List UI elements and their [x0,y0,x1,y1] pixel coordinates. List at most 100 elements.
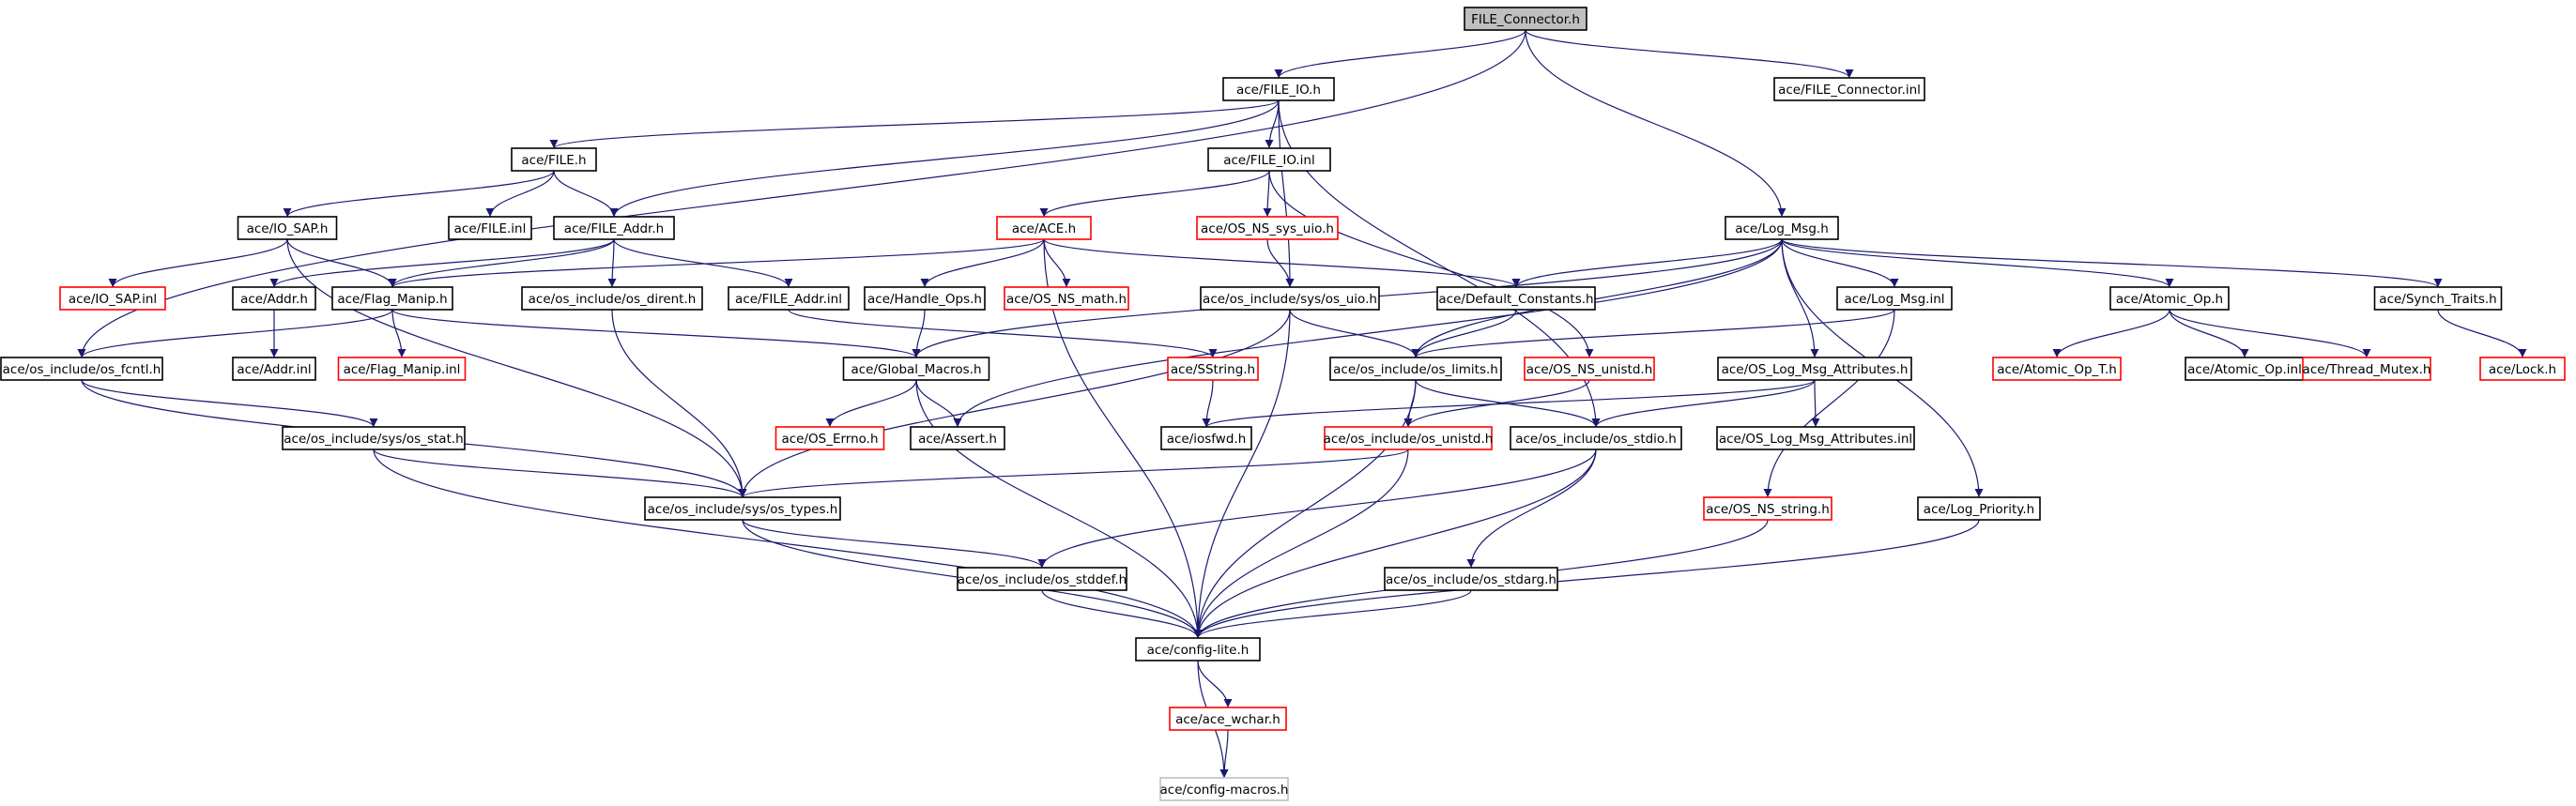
graph-node-config-lite[interactable]: ace/config-lite.h [1135,637,1261,662]
graph-node-atomic-op-h[interactable]: ace/Atomic_Op.h [2109,286,2230,311]
dependency-edge [1193,519,1980,639]
graph-node-os-stddef[interactable]: ace/os_include/os_stddef.h [957,567,1127,591]
node-label: ace/FILE_Addr.h [564,221,664,236]
node-box [337,357,467,381]
node-label: ace/FILE.inl [454,221,527,236]
node-box [1464,7,1587,31]
graph-node-os-stdarg[interactable]: ace/os_include/os_stdarg.h [1384,567,1558,591]
graph-node-file-addr-h[interactable]: ace/FILE_Addr.h [553,216,675,240]
graph-node-os-dirent[interactable]: ace/os_include/os_dirent.h [521,286,703,311]
graph-node-ns-string[interactable]: ace/OS_NS_string.h [1703,496,1832,521]
graph-node-os-limits[interactable]: ace/os_include/os_limits.h [1329,357,1502,381]
graph-node-io-sap-inl[interactable]: ace/IO_SAP.inl [59,286,166,311]
graph-node-file-io-inl[interactable]: ace/FILE_IO.inl [1207,147,1331,172]
dependency-edge [286,238,397,288]
dependency-edge [1263,170,1272,218]
node-label: ace/Atomic_Op_T.h [1997,362,2117,377]
graph-node-os-unistd[interactable]: ace/os_include/os_unistd.h [1324,426,1494,450]
node-box [1160,426,1252,450]
node-box [232,286,316,311]
graph-node-default-const[interactable]: ace/Default_Constants.h [1436,286,1596,311]
node-box [511,147,597,172]
node-box [521,286,703,311]
graph-node-sys-os-types[interactable]: ace/os_include/sys/os_types.h [644,496,841,521]
graph-node-os-fcntl[interactable]: ace/os_include/os_fcntl.h [0,357,163,381]
graph-node-fc-inl[interactable]: ace/FILE_Connector.inl [1773,77,1925,101]
dependency-edge [108,238,288,288]
node-layer: FILE_Connector.h ace/FILE_IO.h ace/FILE_Co… [0,7,2566,801]
node-label: ace/Addr.inl [237,362,311,377]
graph-node-assert[interactable]: ace/Assert.h [910,426,1005,450]
dependency-edge [2437,309,2527,358]
node-label: ace/config-lite.h [1147,643,1250,658]
node-label: FILE_Connector.h [1471,12,1580,27]
graph-node-sys-uio[interactable]: ace/OS_NS_sys_uio.h [1196,216,1339,240]
graph-node-config-macros[interactable]: ace/config-macros.h [1159,777,1289,801]
graph-node-flag-manip-inl[interactable]: ace/Flag_Manip.inl [337,357,467,381]
dependency-edge [613,238,793,288]
node-box [1135,637,1261,662]
node-label: ace/config-macros.h [1160,783,1289,798]
dependency-edge [920,238,1045,288]
node-label: ace/Atomic_Op.inl [2187,362,2302,377]
node-box [957,567,1127,591]
node-box [996,216,1092,240]
graph-node-flag-manip-h[interactable]: ace/Flag_Manip.h [331,286,453,311]
dependency-edge [1278,99,1295,288]
graph-node-handle-ops[interactable]: ace/Handle_Ops.h [864,286,986,311]
graph-node-global-macros[interactable]: ace/Global_Macros.h [842,357,990,381]
graph-node-log-msg-h[interactable]: ace/Log_Msg.h [1725,216,1839,240]
node-label: ace/FILE_Connector.inl [1778,83,1921,98]
graph-node-synch-traits[interactable]: ace/Synch_Traits.h [2373,286,2503,311]
graph-node-ns-math[interactable]: ace/OS_NS_math.h [1004,286,1129,311]
graph-node-iosfwd[interactable]: ace/iosfwd.h [1160,426,1252,450]
graph-node-sys-os-uio[interactable]: ace/os_include/sys/os_uio.h [1200,286,1380,311]
graph-node-addr-inl[interactable]: ace/Addr.inl [232,357,316,381]
node-label: ace/ace_wchar.h [1175,712,1280,727]
graph-node-ace-wchar[interactable]: ace/ace_wchar.h [1169,707,1287,731]
graph-node-file-h[interactable]: ace/FILE.h [511,147,597,172]
node-box [1159,777,1289,801]
node-box [774,426,885,450]
node-box [237,216,338,240]
graph-node-log-attr-h[interactable]: ace/OS_Log_Msg_Attributes.h [1717,357,1912,381]
graph-node-os-errno[interactable]: ace/OS_Errno.h [774,426,885,450]
graph-node-ace-h[interactable]: ace/ACE.h [996,216,1092,240]
dependency-edge [1591,379,1816,428]
node-label: ace/Atomic_Op.h [2116,292,2223,307]
node-label: ace/os_include/os_dirent.h [529,292,697,307]
node-label: ace/OS_Log_Msg_Attributes.inl [1719,432,1912,447]
graph-node-file-addr-inl[interactable]: ace/FILE_Addr.inl [728,286,850,311]
node-label: ace/Flag_Manip.h [337,292,447,307]
graph-node-thread-mutex[interactable]: ace/Thread_Mutex.h [2302,357,2431,381]
graph-node-sys-os-stat[interactable]: ace/os_include/sys/os_stat.h [282,426,466,450]
dependency-edge [912,309,926,358]
graph-node-sstring[interactable]: ace/SString.h [1167,357,1259,381]
graph-node-os-stdio[interactable]: ace/os_include/os_stdio.h [1510,426,1682,450]
graph-node-atomic-op-inl[interactable]: ace/Atomic_Op.inl [2185,357,2305,381]
graph-node-io-sap-h[interactable]: ace/IO_SAP.h [237,216,338,240]
graph-node-lock-h[interactable]: ace/Lock.h [2479,357,2566,381]
dependency-edge [825,379,917,428]
node-label: ace/ACE.h [1012,221,1076,236]
node-label: ace/Global_Macros.h [851,362,981,377]
graph-node-addr-h[interactable]: ace/Addr.h [232,286,316,311]
graph-node-log-attr-inl[interactable]: ace/OS_Log_Msg_Attributes.inl [1716,426,1915,450]
graph-node-root[interactable]: FILE_Connector.h [1464,7,1587,31]
graph-node-file-io-h[interactable]: ace/FILE_IO.h [1222,77,1335,101]
node-label: ace/Flag_Manip.inl [344,362,461,377]
dependency-edge [1811,379,1820,428]
node-box [448,216,532,240]
graph-node-log-msg-inl[interactable]: ace/Log_Msg.inl [1836,286,1953,311]
graph-node-atomic-op-t[interactable]: ace/Atomic_Op_T.h [1992,357,2122,381]
node-label: ace/OS_NS_sys_uio.h [1201,221,1334,236]
node-label: ace/OS_Log_Msg_Attributes.h [1722,362,1909,377]
dependency-edge [1037,449,1597,569]
dependency-edge [1781,238,1899,288]
graph-node-ns-unistd[interactable]: ace/OS_NS_unistd.h [1524,357,1655,381]
graph-node-file-inl[interactable]: ace/FILE.inl [448,216,532,240]
graph-node-log-priority[interactable]: ace/Log_Priority.h [1917,496,2041,521]
node-label: ace/iosfwd.h [1167,432,1247,447]
node-label: ace/os_include/os_fcntl.h [3,362,161,377]
